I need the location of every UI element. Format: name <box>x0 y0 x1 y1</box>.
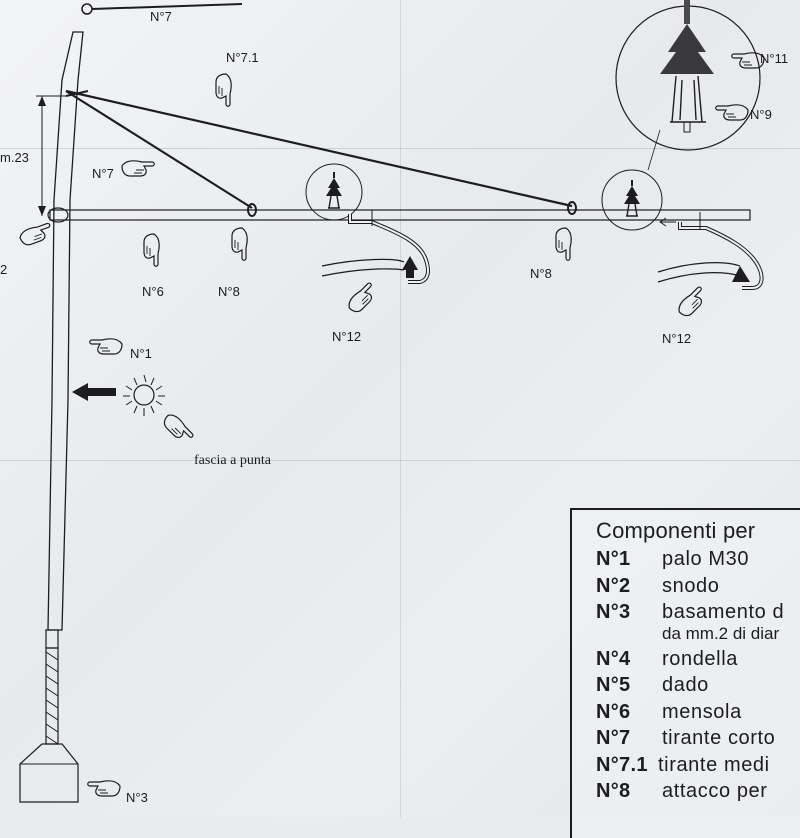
bracket-mensola <box>47 207 751 223</box>
label-n6: N°6 <box>142 284 164 299</box>
label-fascia: fascia a punta <box>194 453 272 468</box>
hand-pointer-icon <box>17 221 55 248</box>
sun-icon <box>123 374 165 416</box>
hand-pointer-icon <box>674 284 710 320</box>
hand-pointer-icon <box>715 104 749 121</box>
label-n7-side: N°7 <box>92 166 114 181</box>
legend-row-continuation: da mm.2 di diar <box>662 623 780 643</box>
label-n11: N°11 <box>760 51 788 66</box>
attach-ring-right <box>567 201 577 215</box>
hand-pointer-icon <box>344 280 380 316</box>
hand-pointer-icon <box>121 160 155 177</box>
tie-rods <box>65 89 573 209</box>
hand-pointer-icon <box>143 233 160 267</box>
height-dimension <box>36 95 66 216</box>
hand-pointer-icon <box>215 73 232 107</box>
insulator-detail-left <box>305 163 363 221</box>
label-n9: N°9 <box>750 107 772 122</box>
hand-pointer-icon <box>231 227 248 261</box>
insulator-magnified <box>615 0 761 151</box>
label-n12-right: N°12 <box>662 331 691 346</box>
arrow-left-icon <box>72 383 116 401</box>
hook-n12-right <box>657 212 764 290</box>
hand-pointer-icon <box>555 227 572 261</box>
assembly-diagram: N°7 N°7.1 m.23 N°7 2 N°6 N°8 N°8 N°11 N°… <box>0 0 788 805</box>
label-n8-right: N°8 <box>530 266 552 281</box>
label-n7-top: N°7 <box>150 9 172 24</box>
paper-fold <box>400 0 401 817</box>
hand-pointer-icon <box>160 410 196 446</box>
label-n8-left: N°8 <box>218 284 240 299</box>
legend-title: Componenti per <box>596 518 756 543</box>
label-edge-2: 2 <box>0 262 7 277</box>
label-n1: N°1 <box>130 346 152 361</box>
label-n7-1: N°7.1 <box>226 50 259 65</box>
hand-pointer-icon <box>89 338 123 355</box>
pole-m30 <box>45 31 84 745</box>
insulator-detail-right <box>601 129 663 231</box>
label-dimension: m.23 <box>0 150 29 165</box>
label-n12-left: N°12 <box>332 329 361 344</box>
label-n3: N°3 <box>126 790 148 805</box>
hand-pointer-icon <box>87 780 121 797</box>
paper-fold <box>0 148 800 149</box>
hook-n12-left <box>321 210 430 284</box>
paper-fold <box>0 460 800 461</box>
top-rod-n7 <box>81 3 243 15</box>
base-n3 <box>19 743 79 803</box>
